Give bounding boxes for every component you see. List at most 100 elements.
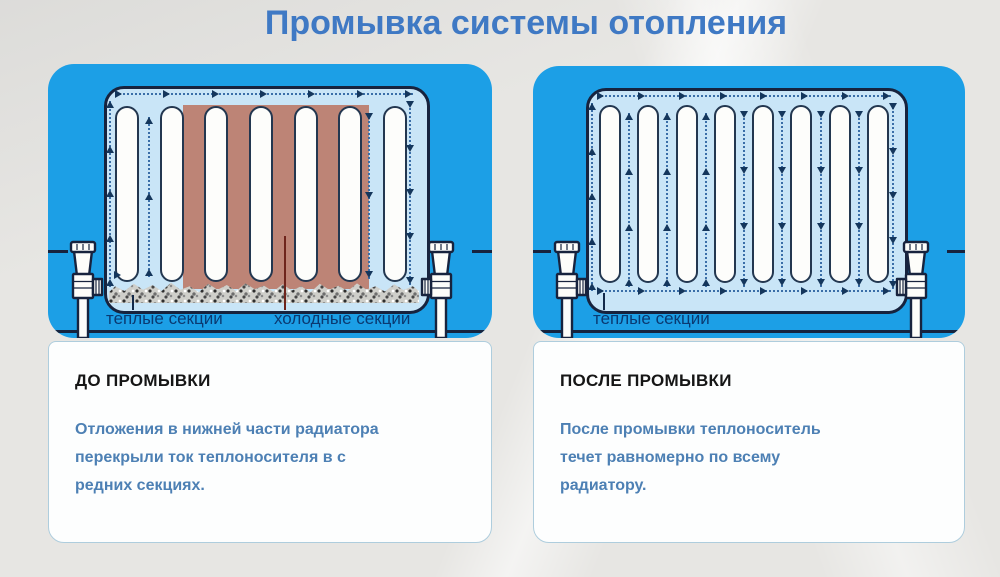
flow-arrowhead-icon — [406, 145, 414, 152]
flow-arrow-line — [740, 111, 749, 287]
wall-mount-line — [533, 250, 551, 253]
card-body-before: Отложения в нижней части радиатора перек… — [75, 421, 379, 494]
diagram-label: теплые секции — [593, 309, 710, 328]
radiator-section — [115, 106, 139, 282]
flow-arrowhead-icon — [855, 279, 863, 286]
flow-arrowhead-icon — [679, 92, 686, 100]
radiator-section — [294, 106, 318, 282]
info-card-after: ПОСЛЕ ПРОМЫВКИ После промывки теплоносит… — [533, 341, 965, 543]
flow-arrowhead-icon — [163, 90, 170, 98]
flow-arrow-line — [115, 90, 413, 99]
flow-arrowhead-icon — [702, 113, 710, 120]
flow-arrowhead-icon — [801, 287, 808, 295]
radiator-section — [599, 105, 621, 283]
flow-arrowhead-icon — [212, 90, 219, 98]
flow-arrowhead-icon — [702, 279, 710, 286]
flow-arrowhead-icon — [889, 192, 897, 199]
flow-arrowhead-icon — [883, 287, 890, 295]
flow-arrowhead-icon — [889, 103, 897, 110]
radiator-section — [160, 106, 184, 282]
flow-dotted-line — [666, 113, 668, 287]
flow-arrowhead-icon — [817, 279, 825, 286]
flow-arrowhead-icon — [106, 146, 114, 153]
flow-dotted-line — [781, 111, 783, 287]
diagram-after-flush: теплые секции — [533, 66, 965, 338]
radiator-interior — [106, 89, 427, 311]
flow-arrow-line — [817, 111, 826, 287]
flow-arrowhead-icon — [405, 90, 412, 98]
radiator-section — [752, 105, 774, 283]
card-heading-after: ПОСЛЕ ПРОМЫВКИ — [560, 371, 732, 390]
flow-arrowhead-icon — [406, 189, 414, 196]
flow-arrowhead-icon — [638, 287, 645, 295]
flow-dotted-line — [628, 113, 630, 287]
after-flush-section: теплые секции ПОСЛЕ ПРОМЫВКИ После промы… — [533, 66, 965, 543]
radiator-valve — [62, 240, 106, 338]
flow-arrowhead-icon — [817, 223, 825, 230]
flow-arrow-line — [702, 113, 711, 287]
flow-arrow-line — [625, 113, 634, 287]
flow-arrow-line — [597, 92, 891, 101]
radiator-section — [676, 105, 698, 283]
flow-arrowhead-icon — [357, 90, 364, 98]
flow-arrowhead-icon — [406, 277, 414, 284]
flow-arrowhead-icon — [740, 279, 748, 286]
flow-arrowhead-icon — [145, 269, 153, 276]
flow-arrowhead-icon — [625, 279, 633, 286]
flow-arrowhead-icon — [702, 168, 710, 175]
flow-arrowhead-icon — [740, 167, 748, 174]
card-body-after: После промывки теплоноситель течет равно… — [560, 421, 821, 494]
page-title: Промывка системы отопления — [264, 4, 788, 42]
wall-mount-line — [947, 250, 965, 253]
flow-arrow-line — [778, 111, 787, 287]
diagram-label: теплые секции — [106, 309, 223, 328]
flow-arrowhead-icon — [114, 271, 121, 279]
flow-arrowhead-icon — [842, 287, 849, 295]
flow-arrowhead-icon — [889, 148, 897, 155]
radiator-section — [338, 106, 362, 282]
flow-arrowhead-icon — [365, 271, 373, 278]
flow-arrowhead-icon — [778, 223, 786, 230]
card-heading-before: ДО ПРОМЫВКИ — [75, 371, 211, 390]
flow-arrowhead-icon — [801, 92, 808, 100]
radiator — [586, 88, 908, 314]
flow-arrowhead-icon — [588, 148, 596, 155]
radiator-interior — [588, 91, 905, 311]
flow-arrowhead-icon — [702, 224, 710, 231]
flow-arrowhead-icon — [855, 223, 863, 230]
label-pointer-line — [132, 295, 134, 310]
wall-mount-line — [472, 250, 492, 253]
flow-arrowhead-icon — [308, 90, 315, 98]
flow-arrowhead-icon — [106, 101, 114, 108]
flow-arrowhead-icon — [588, 103, 596, 110]
flow-arrow-line — [365, 113, 374, 279]
radiator-section — [867, 105, 889, 283]
flow-arrowhead-icon — [760, 92, 767, 100]
floor-line — [48, 330, 492, 333]
radiator-section — [790, 105, 812, 283]
flow-arrowhead-icon — [260, 90, 267, 98]
radiator-section — [249, 106, 273, 282]
flow-arrowhead-icon — [778, 279, 786, 286]
flow-dotted-line — [858, 111, 860, 287]
flow-arrowhead-icon — [679, 287, 686, 295]
flow-arrowhead-icon — [663, 168, 671, 175]
flow-arrowhead-icon — [720, 92, 727, 100]
flow-arrowhead-icon — [740, 111, 748, 118]
flow-arrowhead-icon — [740, 223, 748, 230]
flow-arrow-line — [597, 287, 891, 296]
flow-dotted-line — [820, 111, 822, 287]
flow-arrowhead-icon — [720, 287, 727, 295]
flow-arrow-line — [145, 117, 154, 277]
flow-arrowhead-icon — [597, 92, 604, 100]
flow-arrow-line — [406, 101, 415, 285]
radiator-section — [829, 105, 851, 283]
flow-arrowhead-icon — [663, 224, 671, 231]
flow-arrowhead-icon — [106, 235, 114, 242]
flow-arrowhead-icon — [625, 168, 633, 175]
flow-arrowhead-icon — [663, 279, 671, 286]
flow-arrowhead-icon — [817, 111, 825, 118]
flow-arrowhead-icon — [778, 111, 786, 118]
